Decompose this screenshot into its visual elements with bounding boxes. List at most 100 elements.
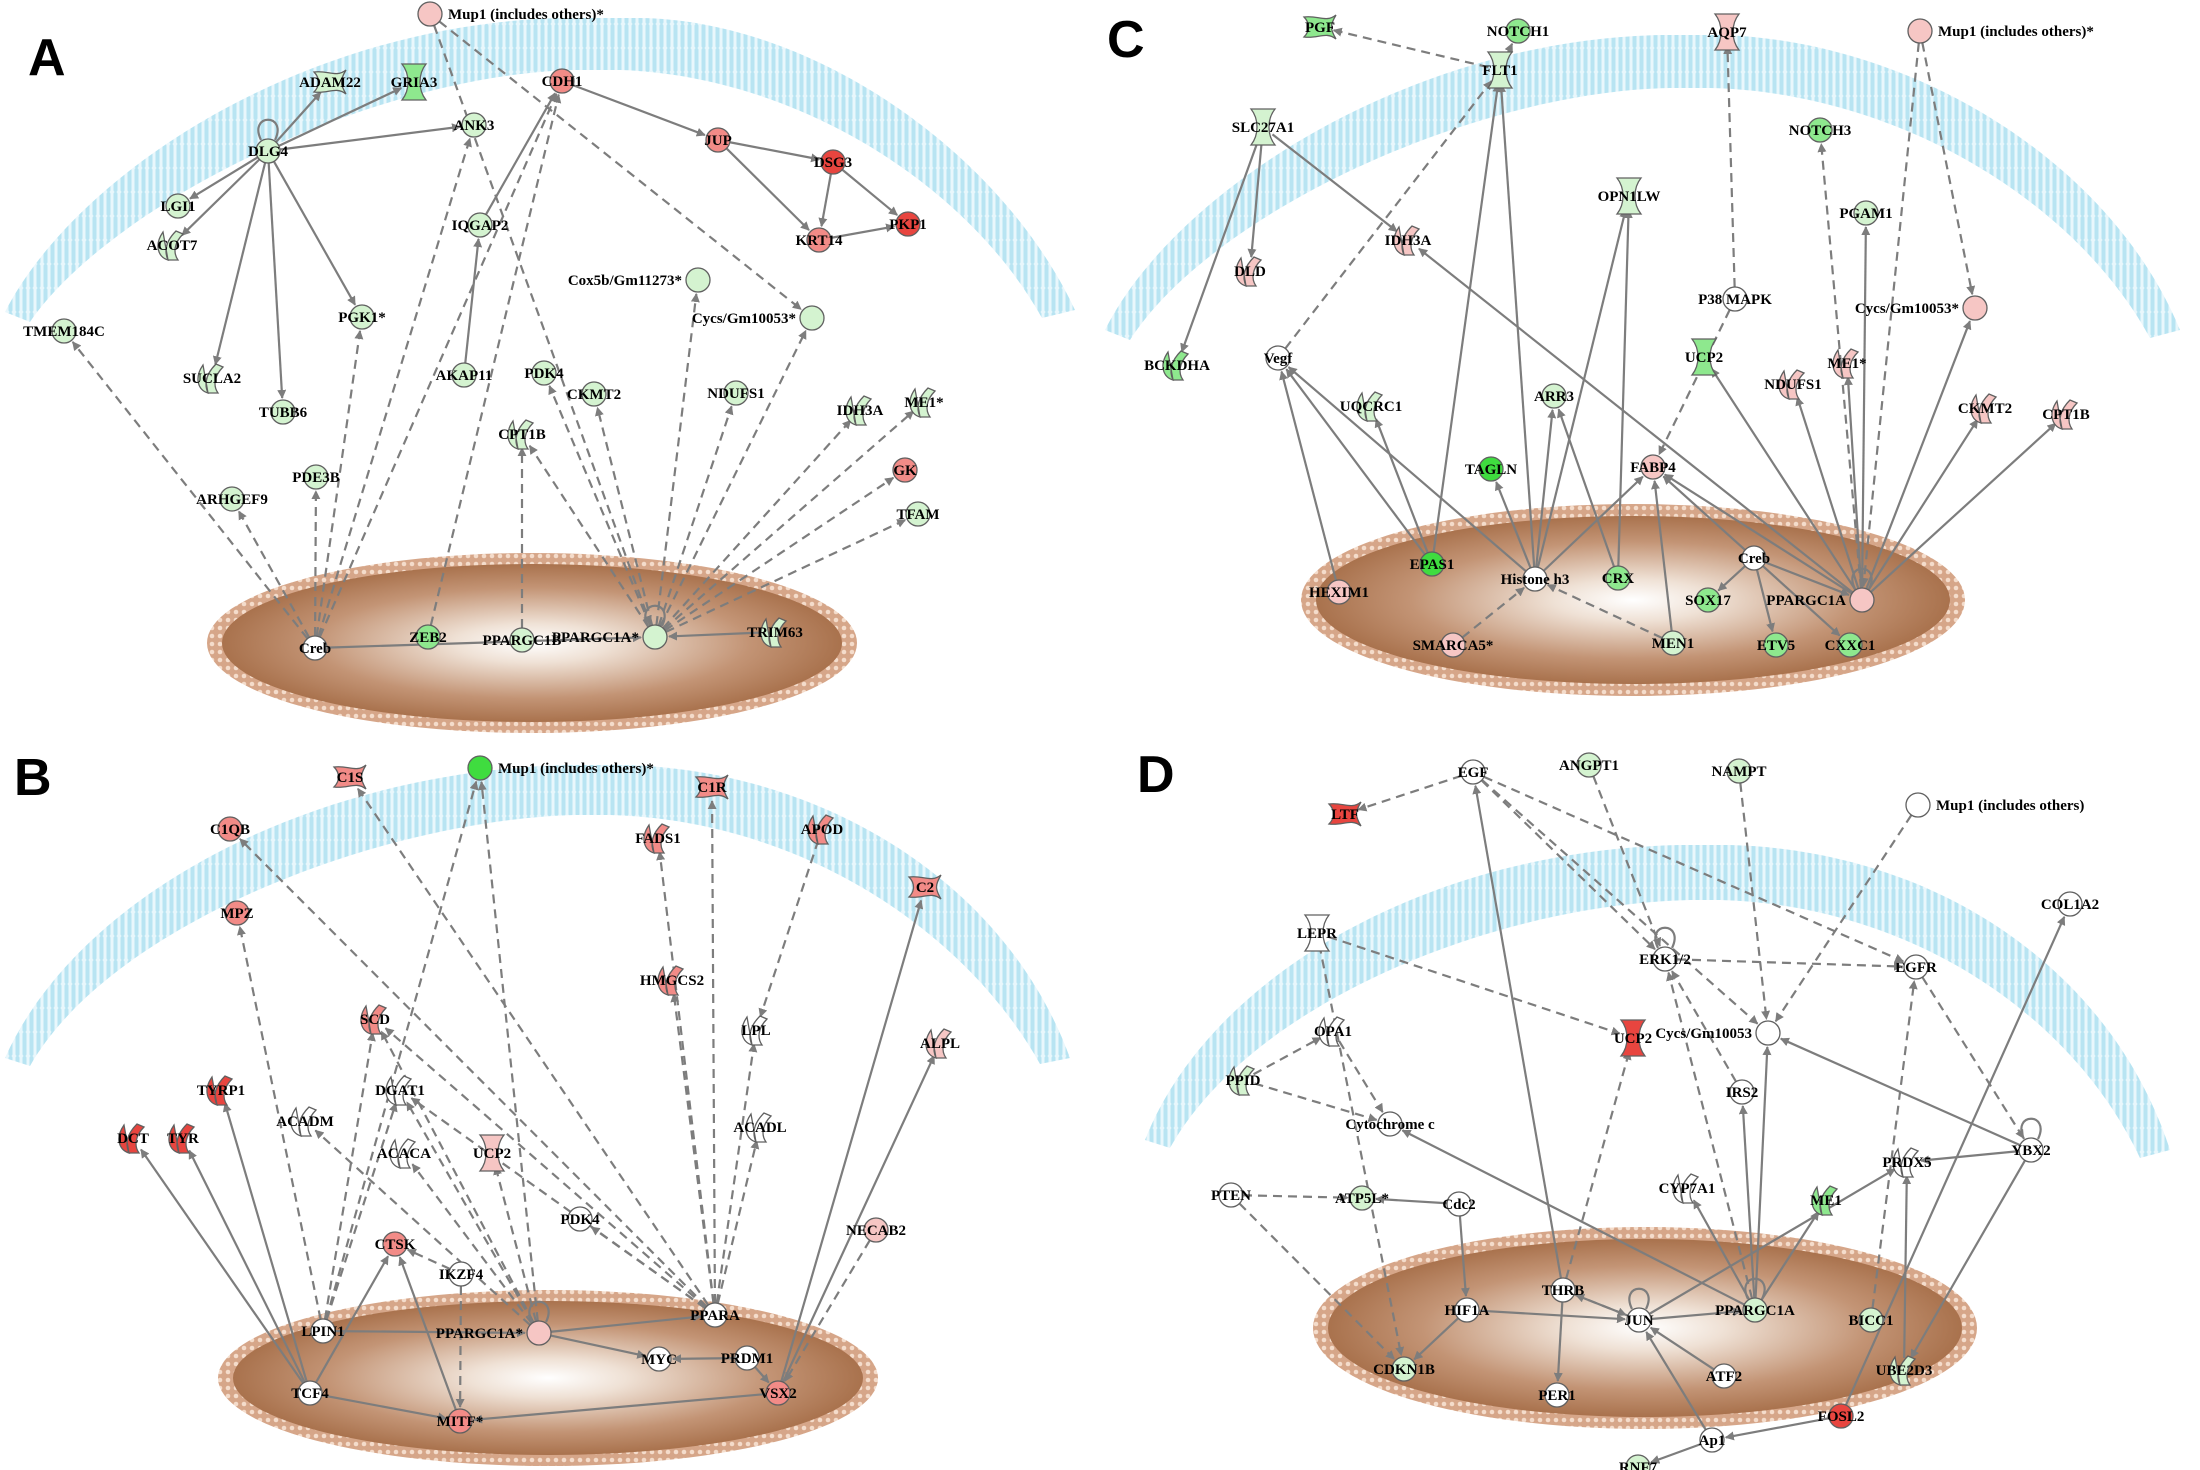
node-aqp7[interactable]: AQP7 <box>1707 13 1747 51</box>
node-ank3[interactable]: ANK3 <box>454 112 495 138</box>
node-tcf4[interactable]: TCF4 <box>291 1380 329 1406</box>
node-bicc1[interactable]: BICC1 <box>1848 1307 1894 1333</box>
node-pten[interactable]: PTEN <box>1211 1182 1251 1208</box>
node-pgk1[interactable]: PGK1* <box>338 304 386 330</box>
node-arhgef9[interactable]: ARHGEF9 <box>196 486 268 512</box>
node-gria3[interactable]: GRIA3 <box>391 63 438 101</box>
node-fosl2[interactable]: FOSL2 <box>1818 1403 1865 1429</box>
node-ltf[interactable]: LTF <box>1327 801 1362 827</box>
node-hmgcs2[interactable]: HMGCS2 <box>640 965 704 997</box>
node-cpt1bA[interactable]: CPT1B <box>498 419 546 451</box>
node-nampt[interactable]: NAMPT <box>1712 758 1767 784</box>
node-acot7[interactable]: ACOT7 <box>147 230 198 262</box>
node-pgam1[interactable]: PGAM1 <box>1839 200 1893 226</box>
node-notch1[interactable]: NOTCH1 <box>1487 18 1550 44</box>
node-prdm1[interactable]: PRDM1 <box>721 1345 774 1371</box>
node-trim63[interactable]: TRIM63 <box>747 617 803 649</box>
node-idh3aA[interactable]: IDH3A <box>837 395 884 427</box>
node-c1qb[interactable]: C1QB <box>210 816 250 842</box>
node-necab2[interactable]: NECAB2 <box>846 1217 906 1243</box>
node-mup1B[interactable]: Mup1 (includes others)* <box>467 755 654 781</box>
node-cdc2[interactable]: Cdc2 <box>1442 1191 1476 1217</box>
node-fads1[interactable]: FADS1 <box>635 823 681 855</box>
node-pdk4B[interactable]: PDK4 <box>560 1206 600 1232</box>
node-arr3[interactable]: ARR3 <box>1534 383 1574 409</box>
node-me1D[interactable]: ME1 <box>1810 1185 1842 1217</box>
node-lepr[interactable]: LEPR <box>1297 914 1337 952</box>
node-mup1C[interactable]: Mup1 (includes others)* <box>1907 18 2094 44</box>
node-ppargc1aB[interactable]: PPARGC1A* <box>436 1300 552 1346</box>
node-crebA[interactable]: Creb <box>299 635 331 661</box>
node-ppara[interactable]: PPARA <box>690 1302 740 1328</box>
node-tyrp1[interactable]: TYRP1 <box>197 1075 245 1107</box>
node-pdk4A[interactable]: PDK4 <box>524 360 564 386</box>
node-cycsA[interactable]: Cycs/Gm10053* <box>692 305 825 331</box>
node-c1r[interactable]: C1R <box>694 774 729 800</box>
node-acadl[interactable]: ACADL <box>733 1112 787 1144</box>
node-notch3[interactable]: NOTCH3 <box>1789 117 1852 143</box>
node-angpt1[interactable]: ANGPT1 <box>1559 752 1619 778</box>
node-tfam[interactable]: TFAM <box>896 501 940 527</box>
node-idh3aC[interactable]: IDH3A <box>1385 225 1432 257</box>
node-ap1[interactable]: Ap1 <box>1699 1427 1726 1453</box>
node-mpz[interactable]: MPZ <box>220 900 254 926</box>
node-smarca5[interactable]: SMARCA5* <box>1413 632 1494 658</box>
node-dgat1[interactable]: DGAT1 <box>375 1075 425 1107</box>
node-uqcrc1[interactable]: UQCRC1 <box>1340 391 1403 423</box>
node-crx[interactable]: CRX <box>1602 565 1635 591</box>
node-crebC[interactable]: Creb <box>1738 545 1770 571</box>
node-tagln[interactable]: TAGLN <box>1465 456 1517 482</box>
node-rnf7[interactable]: RNF7 <box>1619 1454 1658 1470</box>
node-lpin1[interactable]: LPIN1 <box>301 1318 345 1344</box>
node-opn1lw[interactable]: OPN1LW <box>1598 177 1661 215</box>
node-adam22[interactable]: ADAM22 <box>299 69 361 95</box>
node-hif1a[interactable]: HIF1A <box>1445 1297 1490 1323</box>
node-ucp2D[interactable]: UCP2 <box>1614 1019 1652 1057</box>
node-cdh1[interactable]: CDH1 <box>542 68 583 94</box>
node-cycsC[interactable]: Cycs/Gm10053* <box>1855 295 1988 321</box>
node-fabp4[interactable]: FABP4 <box>1630 454 1676 480</box>
node-mup1[interactable]: Mup1 (includes others)* <box>417 1 604 27</box>
node-slc27a1[interactable]: SLC27A1 <box>1232 108 1295 146</box>
node-dld[interactable]: DLD <box>1234 256 1266 288</box>
node-ckmt2A[interactable]: CKMT2 <box>567 381 621 407</box>
node-apod[interactable]: APOD <box>801 814 844 846</box>
node-cytc[interactable]: Cytochrome c <box>1345 1111 1435 1137</box>
node-egf[interactable]: EGF <box>1458 759 1489 785</box>
node-ndufs1C[interactable]: NDUFS1 <box>1764 369 1822 401</box>
node-scd[interactable]: SCD <box>360 1004 390 1036</box>
node-cyp7a1[interactable]: CYP7A1 <box>1659 1173 1716 1205</box>
node-jup[interactable]: JUP <box>704 127 732 153</box>
node-lpl[interactable]: LPL <box>741 1015 771 1047</box>
node-ube2d3[interactable]: UBE2D3 <box>1876 1355 1933 1387</box>
node-ybx2[interactable]: YBX2 <box>2011 1117 2051 1163</box>
node-pde3b[interactable]: PDE3B <box>292 464 340 490</box>
node-ikzf4[interactable]: IKZF4 <box>439 1261 484 1287</box>
node-c2[interactable]: C2 <box>907 874 942 900</box>
node-prdx5[interactable]: PRDX5 <box>1882 1147 1932 1179</box>
node-histone[interactable]: Histone h3 <box>1501 566 1570 592</box>
node-ppargc1aD[interactable]: PPARGC1A <box>1715 1277 1795 1323</box>
node-opa1[interactable]: OPA1 <box>1314 1016 1352 1048</box>
node-acadm[interactable]: ACADM <box>276 1106 334 1138</box>
node-cdkn1b[interactable]: CDKN1B <box>1373 1356 1435 1382</box>
node-flt1[interactable]: FLT1 <box>1482 51 1518 89</box>
node-irs2[interactable]: IRS2 <box>1726 1079 1759 1105</box>
node-hexim1[interactable]: HEXIM1 <box>1309 579 1369 605</box>
node-egfr[interactable]: EGFR <box>1895 954 1937 980</box>
node-cpt1bC[interactable]: CPT1B <box>2042 399 2090 431</box>
node-vsx2[interactable]: VSX2 <box>759 1380 797 1406</box>
node-gk[interactable]: GK <box>892 457 918 483</box>
node-cxxc1[interactable]: CXXC1 <box>1825 632 1876 658</box>
node-thrb[interactable]: THRB <box>1542 1277 1585 1303</box>
node-dsg3[interactable]: DSG3 <box>814 149 852 175</box>
node-cox5b[interactable]: Cox5b/Gm11273* <box>568 267 711 293</box>
node-akap11[interactable]: AKAP11 <box>436 362 493 388</box>
node-pkp1[interactable]: PKP1 <box>889 211 927 237</box>
node-col1a2[interactable]: COL1A2 <box>2041 891 2099 917</box>
node-etv5[interactable]: ETV5 <box>1757 632 1795 658</box>
node-atf2[interactable]: ATF2 <box>1706 1363 1742 1389</box>
node-atp5l[interactable]: ATP5L* <box>1335 1185 1389 1211</box>
node-lgi1[interactable]: LGI1 <box>160 193 196 219</box>
node-p38[interactable]: P38 MAPK <box>1698 286 1772 312</box>
